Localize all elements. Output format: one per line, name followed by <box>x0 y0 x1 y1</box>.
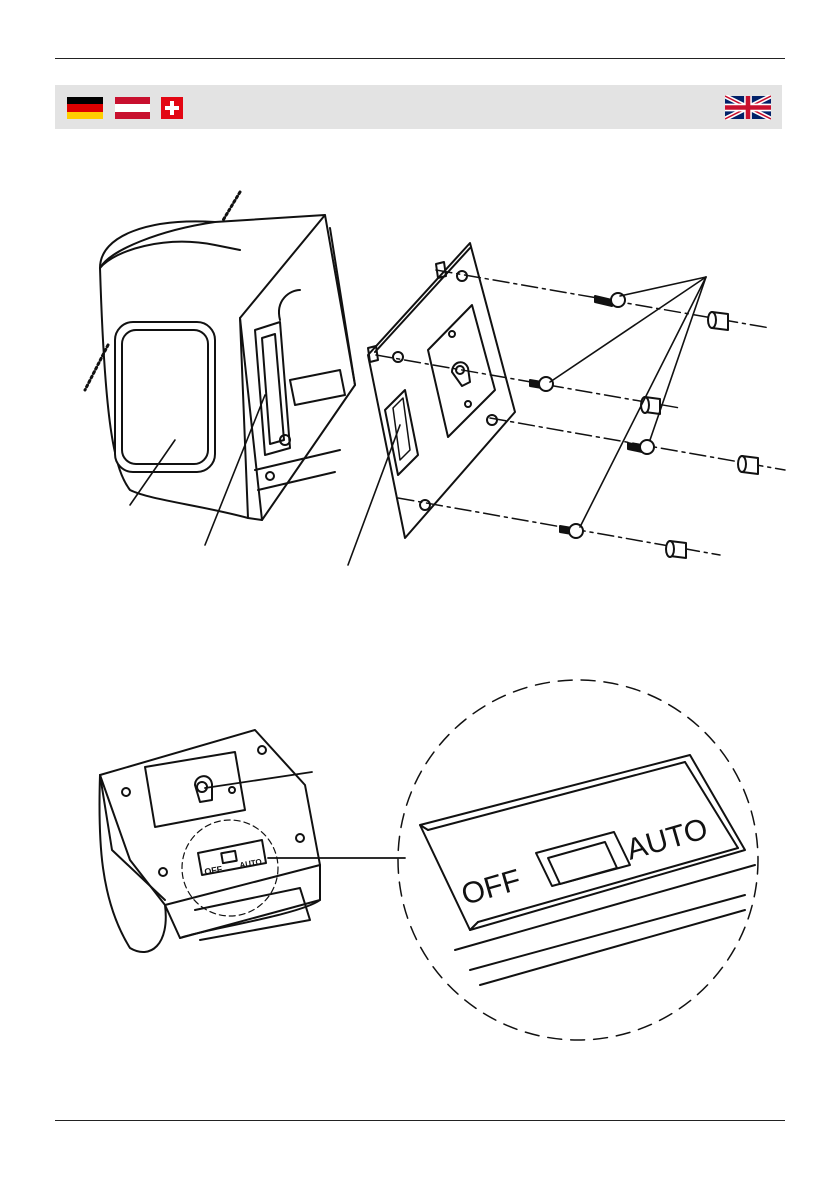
sensor-housing <box>100 215 355 520</box>
exploded-view-figure <box>0 0 840 600</box>
bottom-rule <box>55 1120 785 1121</box>
device-bottom-view <box>99 730 320 952</box>
lens-window <box>115 322 215 472</box>
mounting-back-plate <box>368 243 515 538</box>
wall-plugs <box>641 312 758 558</box>
switch-detail-figure: OFF AUTO OFF AUTO <box>0 660 840 1080</box>
zoomed-switch-panel <box>420 755 755 985</box>
sensor-dotted-line-top <box>222 192 240 222</box>
